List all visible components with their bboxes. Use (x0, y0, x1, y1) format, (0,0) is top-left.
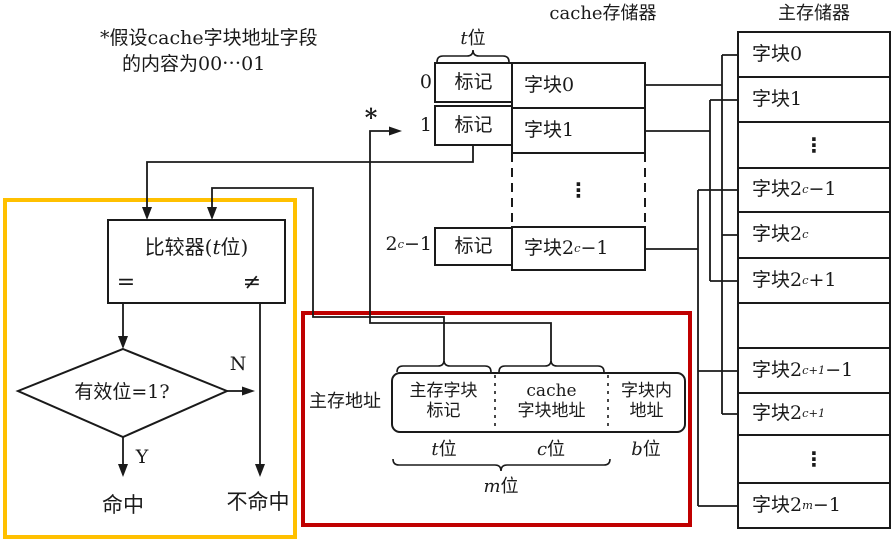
arrow-to-hit (118, 464, 128, 477)
main-memory-ellipsis-row: ⋮ (804, 132, 824, 157)
main-memory-row: 字块0 (752, 42, 803, 65)
hit-label: 命中 (102, 492, 144, 517)
address-field-box (391, 372, 686, 433)
cache-row-index: 0 (419, 71, 432, 94)
total-bits-brace (392, 458, 611, 472)
yellow-highlight-box (3, 198, 297, 539)
valid-bit-question: 有效位=1? (74, 381, 170, 404)
address-field-word-address-line2: 地址 (629, 401, 664, 421)
address-field-block-address-line2: 字块地址 (517, 401, 586, 421)
address-field-tag-line2: 标记 (426, 401, 461, 421)
annotation-line1: *假设cache字块地址字段 (100, 27, 318, 50)
cache-row-index: 1 (419, 114, 432, 137)
cache-tag-cell: 标记 (454, 234, 493, 257)
address-field-tag: 主存字块 标记 (394, 377, 493, 427)
arrowheads (118, 126, 402, 477)
address-field-tag-line1: 主存字块 (409, 381, 478, 402)
tag-field-brace (396, 359, 492, 373)
comparator-not-equal-label: ≠ (242, 270, 262, 296)
main-memory-row: 字块1 (752, 87, 803, 110)
no-label: N (229, 353, 247, 376)
mapping-bus-block0 (645, 54, 738, 415)
tag-bits-brace (436, 49, 510, 63)
address-tag-to-comparator-line (211, 187, 445, 360)
address-field-separators (494, 375, 609, 430)
cache-block-cell: 字块1 (524, 118, 575, 141)
address-field-block-address: cache 字块地址 (497, 377, 606, 427)
arrow-to-row1 (389, 126, 402, 136)
comparator-equal-label: = (116, 270, 136, 296)
cache-tag-cell: 标记 (454, 113, 493, 136)
arrow-into-comparator-left (142, 207, 152, 220)
cache-block-cell: 字块0 (524, 73, 575, 96)
cache-tag-to-comparator-line (146, 145, 474, 208)
cache-ellipsis-row: ⋮ (568, 177, 589, 202)
block-address-field-brace (498, 359, 605, 373)
arrow-no-branch (242, 386, 255, 396)
address-field-word-address: 字块内 地址 (610, 377, 683, 427)
cache-tag-cell: 标记 (454, 70, 493, 93)
row-pointer-star: * (364, 103, 378, 133)
arrow-into-comparator-right (207, 207, 217, 220)
main-memory-empty-row (740, 303, 888, 348)
annotation-line2: 的内容为00⋯01 (122, 53, 266, 76)
main-memory-address-label: 主存地址 (309, 390, 381, 412)
arrow-to-miss (255, 464, 265, 477)
cache-title: cache存储器 (549, 2, 657, 24)
arrow-into-diamond (118, 336, 128, 349)
main-memory-title: 主存储器 (778, 2, 850, 24)
comparator-box (107, 219, 286, 304)
cache-table-grid (434, 62, 646, 271)
red-highlight-box (301, 311, 692, 527)
address-field-block-address-line1: cache (526, 381, 577, 402)
miss-label: 不命中 (226, 489, 290, 514)
address-field-word-address-line1: 字块内 (621, 381, 672, 402)
block-address-to-row1-line (369, 130, 552, 360)
main-memory-ellipsis-row: ⋮ (804, 446, 824, 471)
mapping-bus-blocklast (645, 189, 738, 507)
yes-label: Y (135, 446, 149, 469)
main-memory-table-grid (737, 31, 891, 529)
